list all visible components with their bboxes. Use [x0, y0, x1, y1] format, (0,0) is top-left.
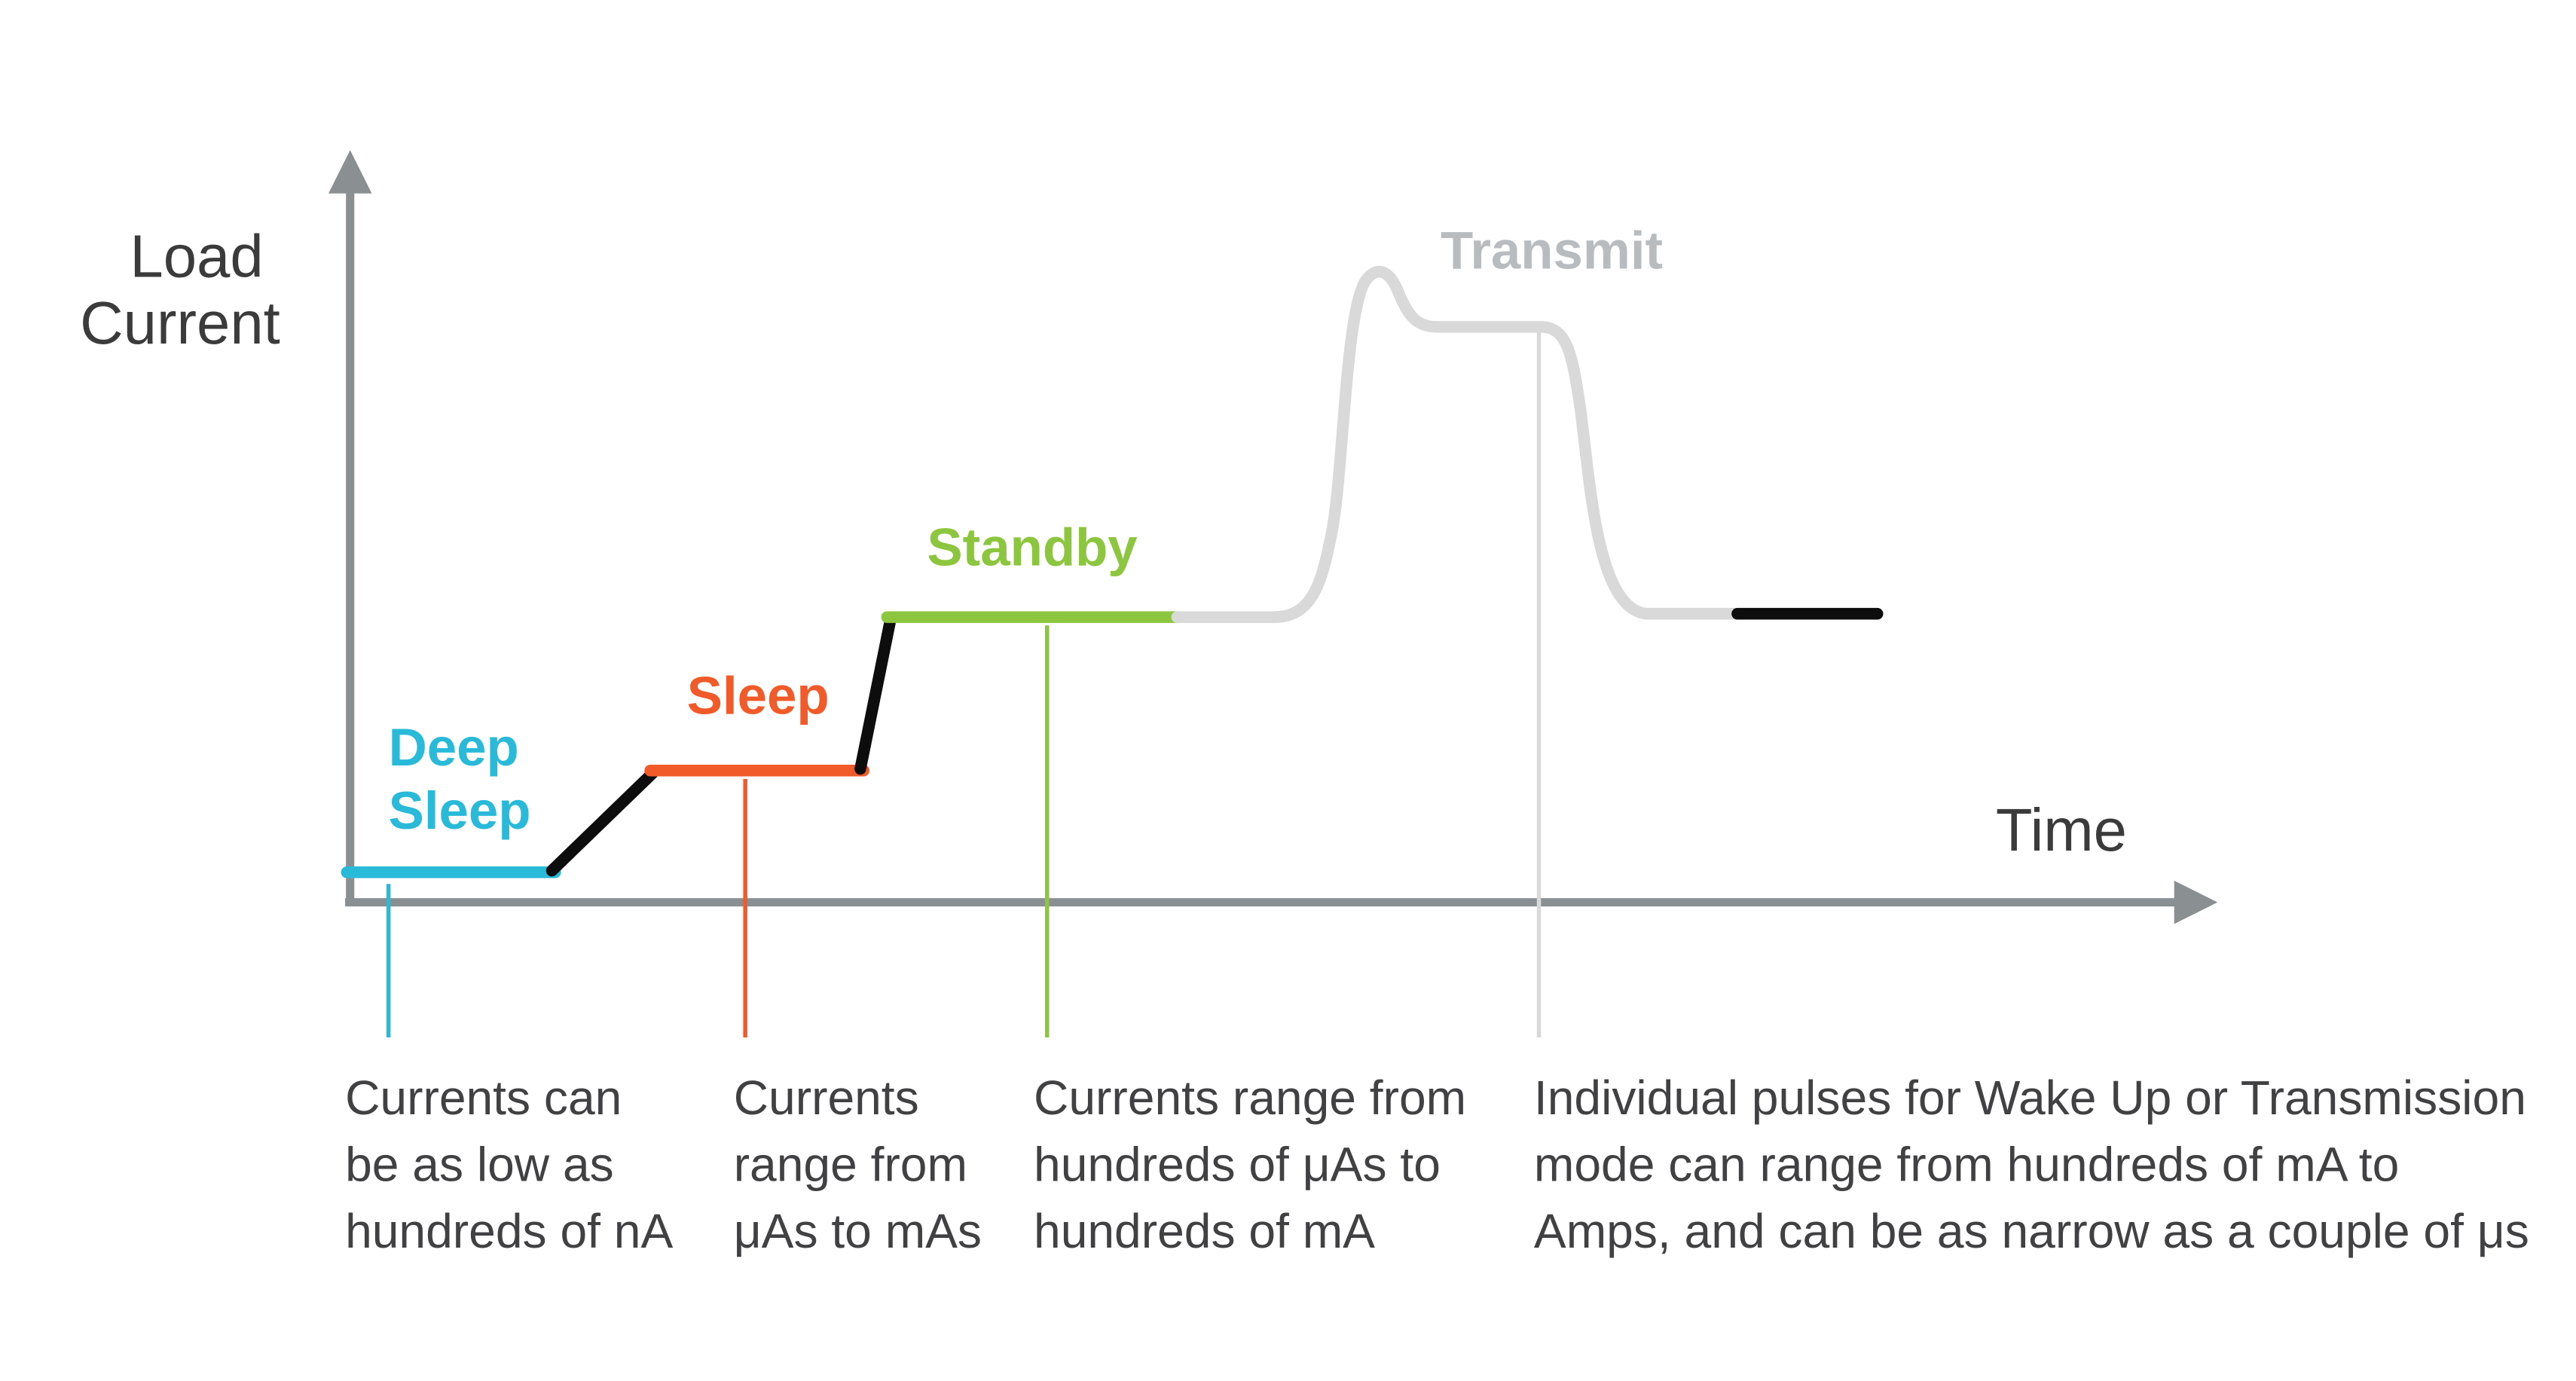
sleep-caption-line2: range from	[734, 1137, 967, 1191]
transmit-caption-line2: mode can range from hundreds of mA to	[1534, 1137, 2399, 1191]
ramp-sleep-to-standby	[854, 614, 897, 775]
transmit-caption-line3: Amps, and can be as narrow as a couple o…	[1534, 1204, 2529, 1258]
sleep-caption-line1: Currents	[734, 1071, 919, 1125]
y-axis-label: Load Current	[80, 222, 280, 356]
sleep-caption-line3: μAs to mAs	[734, 1204, 982, 1258]
y-axis-arrowhead-icon	[328, 150, 372, 194]
standby-caption-line1: Currents range from	[1034, 1071, 1466, 1125]
sleep-label: Sleep	[687, 666, 830, 726]
transmit-label: Transmit	[1441, 221, 1663, 280]
x-axis-label: Time	[1996, 796, 2127, 863]
callout-leaders	[386, 332, 1542, 1037]
standby-label: Standby	[927, 518, 1137, 577]
deep-sleep-label-line2: Sleep	[389, 781, 531, 841]
sleep-caption: Currents range from μAs to mAs	[734, 1071, 982, 1258]
deep-sleep-label-line1: Deep	[389, 718, 519, 778]
deep-sleep-caption-line1: Currents can	[345, 1071, 622, 1125]
standby-caption: Currents range from hundreds of μAs to h…	[1034, 1071, 1480, 1258]
captions: Currents can be as low as hundreds of nA…	[345, 1071, 2540, 1258]
waveform	[341, 265, 1884, 878]
deep-sleep-caption: Currents can be as low as hundreds of nA	[345, 1071, 673, 1258]
standby-caption-line3: hundreds of mA	[1034, 1204, 1375, 1258]
y-axis-label-line1: Load	[130, 222, 263, 289]
transmit-caption-line1: Individual pulses for Wake Up or Transmi…	[1534, 1071, 2526, 1125]
standby-caption-line2: hundreds of μAs to	[1034, 1137, 1441, 1191]
deep-sleep-caption-line3: hundreds of nA	[345, 1204, 673, 1258]
mode-labels: Deep Sleep Sleep Standby Transmit	[389, 221, 1663, 841]
transmit-pulse-curve	[1171, 265, 1740, 623]
ramp-deep-sleep-to-sleep	[545, 766, 660, 877]
axes	[328, 150, 2218, 924]
transmit-caption: Individual pulses for Wake Up or Transmi…	[1534, 1071, 2540, 1258]
deep-sleep-caption-line2: be as low as	[345, 1137, 614, 1191]
y-axis-label-line2: Current	[80, 289, 280, 356]
deep-sleep-label: Deep Sleep	[389, 718, 534, 841]
x-axis-arrowhead-icon	[2174, 880, 2218, 924]
